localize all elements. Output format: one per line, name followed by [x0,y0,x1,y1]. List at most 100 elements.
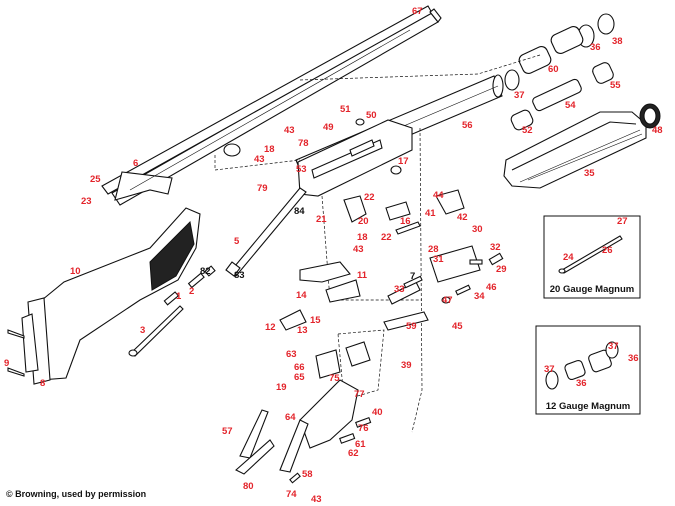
part-label-62: 62 [348,448,359,459]
part-label-16: 16 [400,216,411,227]
gauge12-box [535,325,641,415]
part-label-25: 25 [90,174,101,185]
part-label-22: 22 [364,192,375,203]
part-label-61: 61 [355,439,366,450]
part-label-23: 23 [81,196,92,207]
forearm-part [503,111,647,189]
part-label-6: 6 [133,158,138,169]
barrel-part [101,5,442,206]
part-label-43: 43 [353,244,364,255]
part-label-8: 8 [40,378,45,389]
part-label-26: 26 [602,245,613,256]
part-label-82: 82 [200,266,211,277]
part-label-36: 36 [576,378,587,389]
part-label-1: 1 [176,291,182,302]
part-label-42: 42 [457,212,468,223]
trigger-guard-parts [235,349,372,484]
part-label-36: 36 [590,42,601,53]
part-label-51: 51 [340,104,351,115]
part-label-63: 63 [286,349,297,360]
part-label-55: 55 [610,80,621,91]
part-label-37: 37 [544,364,555,375]
part-label-49: 49 [323,122,334,133]
part-label-59: 59 [406,321,417,332]
gauge20-caption: 20 Gauge Magnum [550,284,634,295]
part-label-56: 56 [462,120,473,131]
part-label-5: 5 [234,236,240,247]
part-label-10: 10 [70,266,81,277]
part-label-36: 36 [628,353,639,364]
part-label-24: 24 [563,252,574,263]
part-label-20: 20 [358,216,369,227]
part-label-43: 43 [311,494,322,505]
part-label-83: 83 [234,270,245,281]
part-label-58: 58 [302,469,313,480]
part-label-76: 76 [358,423,369,434]
part-label-60: 60 [548,64,559,75]
part-label-66: 66 [294,362,305,373]
part-label-33: 33 [394,284,405,295]
part-label-28: 28 [428,244,439,255]
part-label-30: 30 [472,224,483,235]
part-label-52: 52 [522,125,533,136]
part-label-50: 50 [366,110,377,121]
part-label-43: 43 [284,125,295,136]
trigger-group-parts [279,118,504,367]
part-label-48: 48 [652,125,663,136]
part-label-15: 15 [310,315,321,326]
part-label-27: 27 [617,216,628,227]
part-label-67: 67 [412,6,423,17]
part-label-43: 43 [254,154,265,165]
part-label-84: 84 [294,206,305,217]
part-label-12: 12 [265,322,276,333]
part-label-54: 54 [565,100,576,111]
part-label-75: 75 [329,373,340,384]
part-label-22: 22 [381,232,392,243]
copyright-credit: © Browning, used by permission [6,489,147,499]
gauge20-inset: 20 Gauge Magnum [543,215,641,299]
gauge12-caption: 12 Gauge Magnum [546,401,630,412]
part-label-21: 21 [316,214,327,225]
part-label-45: 45 [452,321,463,332]
part-label-74: 74 [286,489,297,500]
part-label-64: 64 [285,412,296,423]
part-label-65: 65 [294,372,305,383]
part-label-11: 11 [357,270,368,281]
stock-part [21,207,201,385]
part-label-7: 7 [410,271,415,282]
part-label-79: 79 [257,183,268,194]
part-label-9: 9 [4,358,9,369]
part-label-41: 41 [425,208,436,219]
part-label-34: 34 [474,291,485,302]
part-label-29: 29 [496,264,507,275]
part-label-78: 78 [298,138,309,149]
stock-bolt-parts [7,265,216,377]
part-label-38: 38 [612,36,623,47]
part-label-53: 53 [296,164,307,175]
part-label-31: 31 [433,254,444,265]
part-label-19: 19 [276,382,287,393]
gauge12-inset: 12 Gauge Magnum [535,325,641,415]
part-label-13: 13 [297,325,308,336]
part-label-47: 47 [442,295,453,306]
part-label-57: 57 [222,426,233,437]
part-label-37: 37 [608,341,619,352]
part-label-3: 3 [140,325,145,336]
part-label-35: 35 [584,168,595,179]
part-label-17: 17 [398,156,409,167]
part-label-40: 40 [372,407,383,418]
part-label-46: 46 [486,282,497,293]
part-label-18: 18 [357,232,368,243]
part-label-77: 77 [354,389,365,400]
part-label-14: 14 [296,290,307,301]
part-label-18: 18 [264,144,275,155]
part-label-32: 32 [490,242,501,253]
receiver-part [297,119,413,197]
part-label-44: 44 [433,190,444,201]
springs-rings-group [504,13,661,131]
part-label-39: 39 [401,360,412,371]
part-label-37: 37 [514,90,525,101]
part-label-80: 80 [243,481,254,492]
